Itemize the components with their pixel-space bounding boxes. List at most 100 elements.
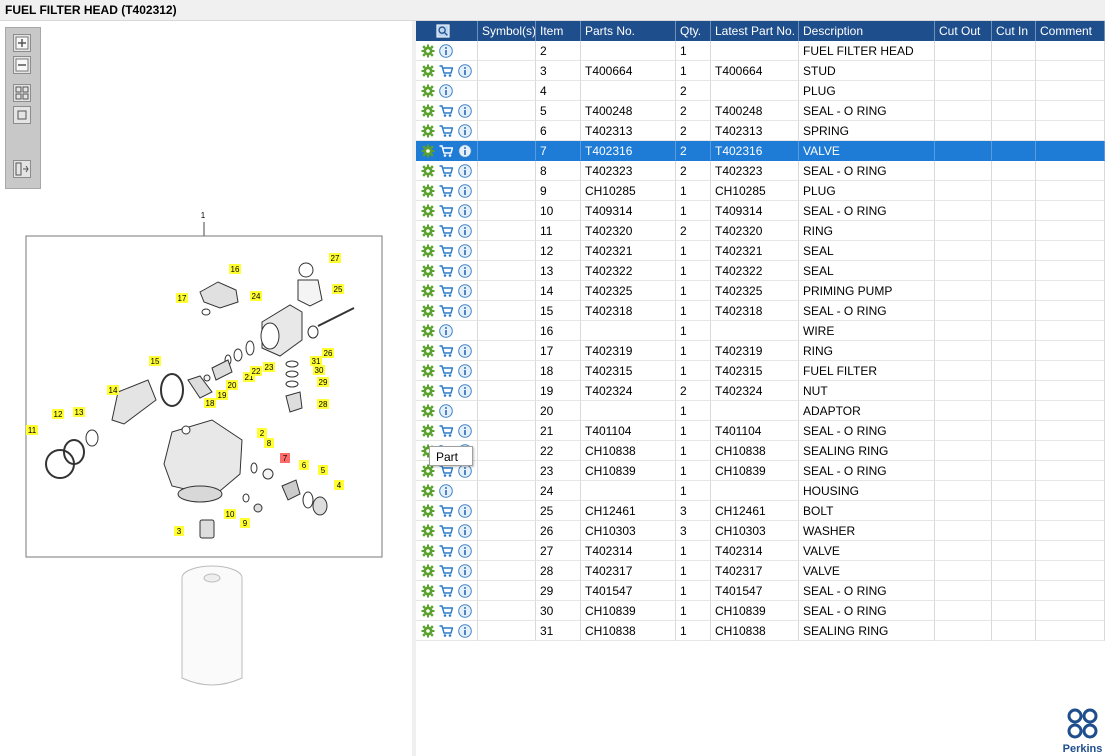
cart-icon[interactable] bbox=[439, 104, 453, 118]
cart-icon[interactable] bbox=[439, 284, 453, 298]
cart-icon[interactable] bbox=[439, 504, 453, 518]
column-header-cut-out[interactable]: Cut Out bbox=[935, 21, 992, 41]
gear-icon[interactable] bbox=[421, 544, 435, 558]
pane-splitter[interactable] bbox=[412, 21, 416, 756]
gear-icon[interactable] bbox=[421, 264, 435, 278]
gear-icon[interactable] bbox=[421, 484, 435, 498]
info-icon[interactable] bbox=[458, 564, 472, 578]
column-header-parts-no[interactable]: Parts No. bbox=[581, 21, 676, 41]
info-icon[interactable] bbox=[458, 604, 472, 618]
info-icon[interactable] bbox=[458, 204, 472, 218]
cart-icon[interactable] bbox=[439, 124, 453, 138]
gear-icon[interactable] bbox=[421, 624, 435, 638]
column-header-description[interactable]: Description bbox=[799, 21, 935, 41]
gear-icon[interactable] bbox=[421, 464, 435, 478]
gear-icon[interactable] bbox=[421, 204, 435, 218]
zoom-in-icon[interactable] bbox=[13, 34, 31, 52]
gear-icon[interactable] bbox=[421, 244, 435, 258]
gear-icon[interactable] bbox=[421, 604, 435, 618]
info-icon[interactable] bbox=[458, 344, 472, 358]
info-icon[interactable] bbox=[458, 184, 472, 198]
cart-icon[interactable] bbox=[439, 424, 453, 438]
gear-icon[interactable] bbox=[421, 124, 435, 138]
cart-icon[interactable] bbox=[439, 364, 453, 378]
cart-icon[interactable] bbox=[439, 204, 453, 218]
info-icon[interactable] bbox=[458, 364, 472, 378]
cart-icon[interactable] bbox=[439, 624, 453, 638]
gear-icon[interactable] bbox=[421, 284, 435, 298]
cart-icon[interactable] bbox=[439, 344, 453, 358]
gear-icon[interactable] bbox=[421, 424, 435, 438]
cart-icon[interactable] bbox=[439, 164, 453, 178]
info-icon[interactable] bbox=[458, 524, 472, 538]
gear-icon[interactable] bbox=[421, 84, 435, 98]
info-icon[interactable] bbox=[458, 624, 472, 638]
actual-size-icon[interactable] bbox=[13, 106, 31, 124]
info-icon[interactable] bbox=[458, 284, 472, 298]
info-icon[interactable] bbox=[458, 424, 472, 438]
info-icon[interactable] bbox=[458, 464, 472, 478]
info-icon[interactable] bbox=[458, 64, 472, 78]
column-header-item[interactable]: Item bbox=[536, 21, 581, 41]
gear-icon[interactable] bbox=[421, 524, 435, 538]
gear-icon[interactable] bbox=[421, 184, 435, 198]
info-icon[interactable] bbox=[458, 164, 472, 178]
gear-icon[interactable] bbox=[421, 104, 435, 118]
info-icon[interactable] bbox=[458, 544, 472, 558]
diagram-pane[interactable]: 1 bbox=[0, 21, 412, 756]
cart-icon[interactable] bbox=[439, 224, 453, 238]
column-header-latest-part-no[interactable]: Latest Part No. bbox=[711, 21, 799, 41]
info-icon[interactable] bbox=[439, 484, 453, 498]
info-icon[interactable] bbox=[439, 324, 453, 338]
info-icon[interactable] bbox=[458, 224, 472, 238]
column-header-qty[interactable]: Qty. bbox=[676, 21, 711, 41]
info-icon[interactable] bbox=[458, 584, 472, 598]
info-icon[interactable] bbox=[458, 104, 472, 118]
cart-icon[interactable] bbox=[439, 604, 453, 618]
gear-icon[interactable] bbox=[421, 384, 435, 398]
gear-icon[interactable] bbox=[421, 584, 435, 598]
gear-icon[interactable] bbox=[421, 304, 435, 318]
cart-icon[interactable] bbox=[439, 244, 453, 258]
info-icon[interactable] bbox=[458, 264, 472, 278]
info-icon[interactable] bbox=[439, 44, 453, 58]
cart-icon[interactable] bbox=[439, 264, 453, 278]
info-icon[interactable] bbox=[458, 304, 472, 318]
gear-icon[interactable] bbox=[421, 404, 435, 418]
cart-icon[interactable] bbox=[439, 384, 453, 398]
column-header-comment[interactable]: Comment bbox=[1036, 21, 1105, 41]
cart-icon[interactable] bbox=[439, 524, 453, 538]
gear-icon[interactable] bbox=[421, 164, 435, 178]
info-icon[interactable] bbox=[439, 84, 453, 98]
gear-icon[interactable] bbox=[421, 144, 435, 158]
gear-icon[interactable] bbox=[421, 504, 435, 518]
column-header-symbols[interactable]: Symbol(s) bbox=[478, 21, 536, 41]
gear-icon[interactable] bbox=[421, 364, 435, 378]
gear-icon[interactable] bbox=[421, 64, 435, 78]
cart-icon[interactable] bbox=[439, 64, 453, 78]
info-icon[interactable] bbox=[458, 504, 472, 518]
